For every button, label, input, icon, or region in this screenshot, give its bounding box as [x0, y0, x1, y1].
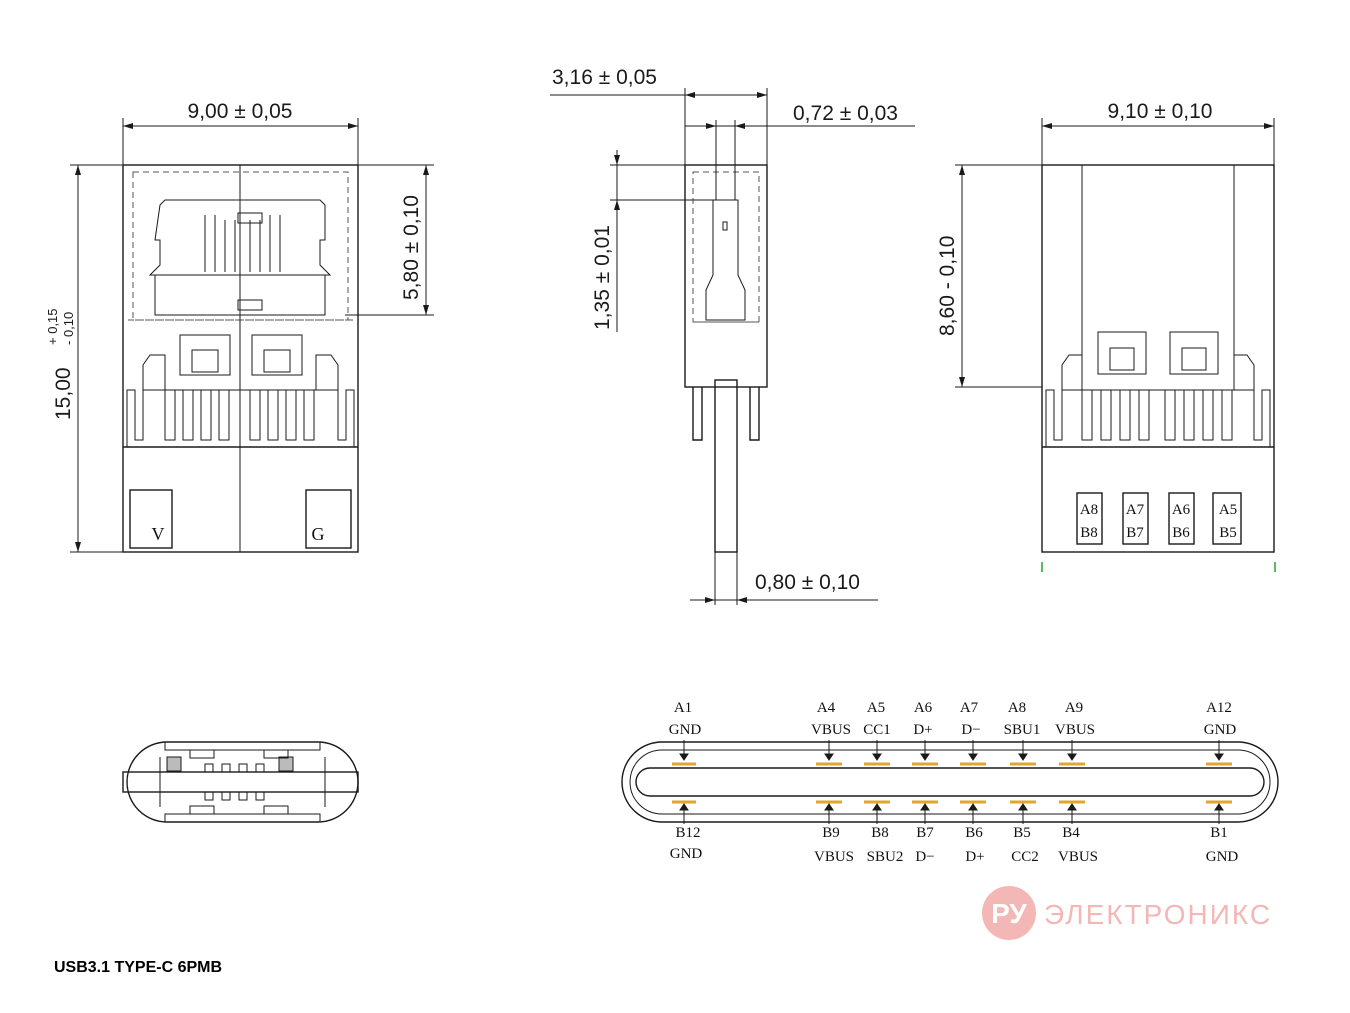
- pin-signal: CC1: [863, 722, 891, 738]
- rear-pad-bottom: B8: [1080, 525, 1098, 541]
- pin-signal: D−: [915, 849, 934, 865]
- rear-pad: A6 B6: [1168, 492, 1195, 545]
- rear-pad-bottom: B5: [1219, 525, 1237, 541]
- watermark-badge: РУ: [991, 898, 1027, 929]
- pin-signal: SBU1: [1004, 722, 1041, 738]
- pin-top-a5: A5 CC1: [863, 700, 891, 766]
- pin-bottom-b4: B4 VBUS: [1058, 800, 1098, 865]
- pin-signal: VBUS: [811, 722, 851, 738]
- pin-bottom-b5: B5 CC2: [1010, 800, 1039, 865]
- pin-id: A6: [914, 700, 933, 716]
- front-view: V G 9,00 ± 0,05 15,00 + 0,15 - 0,10 5,80…: [45, 100, 434, 553]
- front-inner-dim: 5,80 ± 0,10: [400, 195, 423, 300]
- pin-bottom-b7: B7 D−: [912, 800, 938, 865]
- watermark-text: ЭЛЕКТРОНИКС: [1044, 899, 1272, 930]
- pin-id: A12: [1206, 700, 1232, 716]
- front-width-dim: 9,00 ± 0,05: [188, 100, 293, 123]
- pin-signal: VBUS: [814, 849, 854, 865]
- pin-top-a4: A4 VBUS: [811, 700, 851, 766]
- pin-id: A7: [960, 700, 979, 716]
- pin-id: A9: [1065, 700, 1083, 716]
- front-height-tol-minus: - 0,10: [61, 312, 76, 345]
- side-thickness-dim: 3,16 ± 0,05: [552, 66, 657, 89]
- rear-height-dim: 8,60 - 0,10: [936, 236, 959, 336]
- pin-id: A8: [1008, 700, 1026, 716]
- pin-signal: GND: [669, 722, 702, 738]
- pin-signal: SBU2: [867, 849, 904, 865]
- rear-pad-top: A7: [1126, 502, 1145, 518]
- pinout-view: A1 GND A4 VBUS A5 CC1 A6 D+ A7 D− A8 SBU…: [621, 700, 1279, 865]
- pin-id: B5: [1013, 825, 1031, 841]
- pin-signal: GND: [1204, 722, 1237, 738]
- pin-bottom-b12: B12 GND: [670, 800, 703, 862]
- rear-pad: A8 B8: [1076, 492, 1103, 545]
- pin-signal: GND: [670, 846, 703, 862]
- rear-pad: A7 B7: [1122, 492, 1149, 545]
- rear-pad-top: A5: [1219, 502, 1237, 518]
- rear-pad-bottom: B7: [1126, 525, 1144, 541]
- pin-signal: D+: [965, 849, 984, 865]
- pin-bottom-b8: B8 SBU2: [864, 800, 904, 865]
- pin-signal: D+: [913, 722, 932, 738]
- rear-pad-bottom: B6: [1172, 525, 1190, 541]
- pin-bottom-b1: B1 GND: [1206, 800, 1239, 865]
- rear-view: A8 B8 A7 B7 A6 B6 A5 B5 9,10 ± 0,10 8,60…: [936, 100, 1276, 572]
- drawing-caption: USB3.1 TYPE-C 6PMB: [54, 959, 222, 976]
- side-lead-dim: 0,80 ± 0,10: [755, 571, 860, 594]
- pin-id: B6: [965, 825, 983, 841]
- pin-signal: VBUS: [1058, 849, 1098, 865]
- pin-id: B9: [822, 825, 840, 841]
- pin-bottom-b6: B6 D+: [960, 800, 986, 865]
- pin-top-a9: A9 VBUS: [1055, 700, 1095, 766]
- pin-top-a7: A7 D−: [960, 700, 986, 766]
- pin-bottom-b9: B9 VBUS: [814, 800, 854, 865]
- pad-g-label: G: [312, 524, 325, 544]
- watermark-logo: РУ ЭЛЕКТРОНИКС: [982, 886, 1272, 940]
- pin-id: B4: [1062, 825, 1080, 841]
- pin-signal: GND: [1206, 849, 1239, 865]
- pin-top-a8: A8 SBU1: [1004, 700, 1041, 766]
- pin-id: B7: [916, 825, 934, 841]
- front-height-tol-plus: + 0,15: [45, 308, 60, 345]
- rear-width-dim: 9,10 ± 0,10: [1108, 100, 1213, 123]
- pin-top-a12: A12 GND: [1204, 700, 1237, 766]
- side-view: 3,16 ± 0,05 0,72 ± 0,03 1,35 ± 0,01 0,80…: [550, 66, 915, 605]
- pin-id: A5: [867, 700, 885, 716]
- pin-id: B12: [675, 825, 700, 841]
- rear-pad-top: A8: [1080, 502, 1098, 518]
- rear-pad-top: A6: [1172, 502, 1191, 518]
- pin-signal: CC2: [1011, 849, 1039, 865]
- pin-signal: D−: [961, 722, 980, 738]
- pad-v-label: V: [152, 524, 165, 544]
- front-height-dim: 15,00: [52, 367, 75, 420]
- pin-id: B1: [1210, 825, 1228, 841]
- pin-id: A4: [817, 700, 836, 716]
- pin-id: B8: [871, 825, 889, 841]
- pin-top-a1: A1 GND: [669, 700, 702, 766]
- side-offset-dim: 1,35 ± 0,01: [591, 225, 614, 330]
- pin-signal: VBUS: [1055, 722, 1095, 738]
- side-pin-dim: 0,72 ± 0,03: [793, 102, 898, 125]
- pin-top-a6: A6 D+: [912, 700, 938, 766]
- end-view: [122, 741, 359, 823]
- pin-id: A1: [674, 700, 692, 716]
- rear-pad: A5 B5: [1212, 492, 1242, 545]
